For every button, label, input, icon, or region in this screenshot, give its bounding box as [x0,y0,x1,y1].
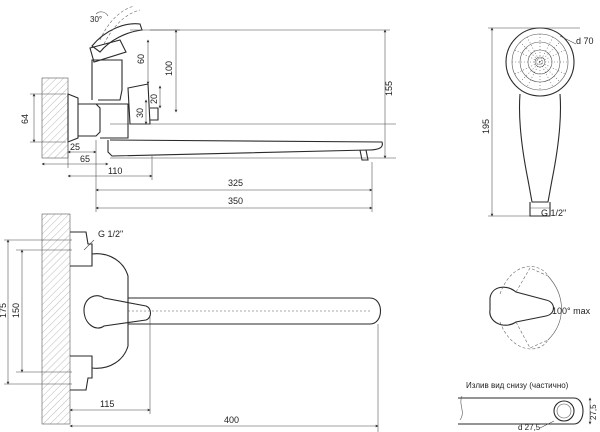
shower-thread: G 1/2" [541,208,566,218]
shower-handle [518,93,562,203]
spout-width: 27,5 [589,404,598,420]
dim-110: 110 [108,166,122,176]
dim-64: 64 [20,114,30,124]
dim-25: 25 [70,142,80,152]
mixer-body-side [91,59,123,101]
handle-side [91,23,143,53]
connector-top [78,103,101,137]
spout-diameter: d 27,5 [518,423,541,432]
connector-lower [70,355,93,391]
handle-front [83,295,152,329]
side-view: 30° 155 100 60 20 30 64 25 65 [20,5,396,212]
dim-65: 65 [80,154,90,164]
cartridge-cap [89,39,127,63]
flange-top [67,93,79,143]
handle-angle: 100° max [552,306,591,316]
shower-head-view: G 1/2" d 70 195 [481,27,594,218]
handle-tilted [99,5,141,45]
shower-height: 195 [481,119,491,134]
spout-bottom-view: Излив вид снизу (частично) 27,5 d 27,5 [458,381,598,432]
dim-325: 325 [228,178,243,188]
handle-rotation-view: 100° max [489,266,591,350]
mixer-body-front [91,253,129,369]
spout-front [128,297,382,325]
shower-diameter: d 70 [576,36,594,46]
spout-side [107,139,383,157]
dim-155: 155 [384,81,394,96]
thread-label-front: G 1/2" [98,229,123,239]
dim-60: 60 [136,54,146,64]
dim-350: 350 [228,196,243,206]
connector-upper [70,231,93,267]
dim-150: 150 [11,303,21,318]
dim-30: 30 [135,108,145,118]
handle-top [489,286,555,326]
spout-caption: Излив вид снизу (частично) [466,381,569,390]
dim-400: 400 [224,415,239,425]
front-view: G 1/2" 175 150 115 400 [0,213,382,432]
wall-hatch-bottom [41,213,71,425]
dim-175: 175 [0,303,8,318]
dim-100: 100 [164,61,174,76]
aerator-outer [553,400,575,422]
dim-115: 115 [100,399,114,409]
dim-20: 20 [149,94,159,104]
wall-hatch-top [41,77,69,159]
angle-label-side: 30° [90,15,102,24]
